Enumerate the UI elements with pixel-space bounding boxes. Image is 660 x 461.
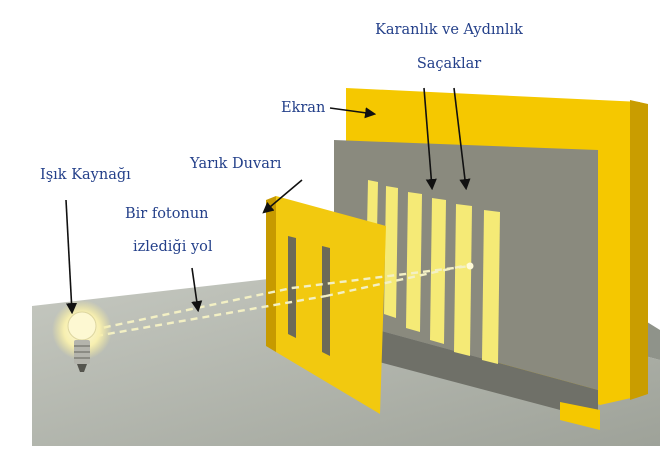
fringe <box>406 192 422 332</box>
photon-path-segment <box>95 294 327 338</box>
slit-wall <box>276 196 386 414</box>
fringes-label-line2: Saçaklar <box>416 56 482 72</box>
slit-wall-label: Yarık Duvarı <box>190 156 282 172</box>
screen-label: Ekran <box>281 100 326 116</box>
fringes-label-line1: Karanlık ve Aydınlık <box>375 22 523 38</box>
slit-right <box>322 246 330 356</box>
arrow-photon-path <box>191 267 203 313</box>
arrow-fringes-2 <box>453 87 471 191</box>
light-bulb-icon <box>52 300 112 372</box>
screen-base-edge <box>560 402 600 430</box>
arrow-screen <box>329 107 377 119</box>
light-source-label: Işık Kaynağı <box>40 167 131 183</box>
screen-base <box>334 318 598 420</box>
photon-path-segment <box>291 264 471 290</box>
photon-path-label-line1: Bir fotonun <box>125 206 209 222</box>
slit-wall-side <box>266 196 276 352</box>
fringe <box>482 210 500 364</box>
fringe <box>384 186 398 318</box>
arrow-slit-wall <box>262 179 303 214</box>
arrow-light-source <box>65 199 78 315</box>
fringe <box>454 204 472 356</box>
screen-frame-edge <box>630 100 648 400</box>
photon-impact-point <box>466 262 474 270</box>
arrow-fringes-1 <box>423 87 437 191</box>
photon-path-label-line2: izlediği yol <box>133 239 213 255</box>
callout-arrows <box>65 87 471 315</box>
